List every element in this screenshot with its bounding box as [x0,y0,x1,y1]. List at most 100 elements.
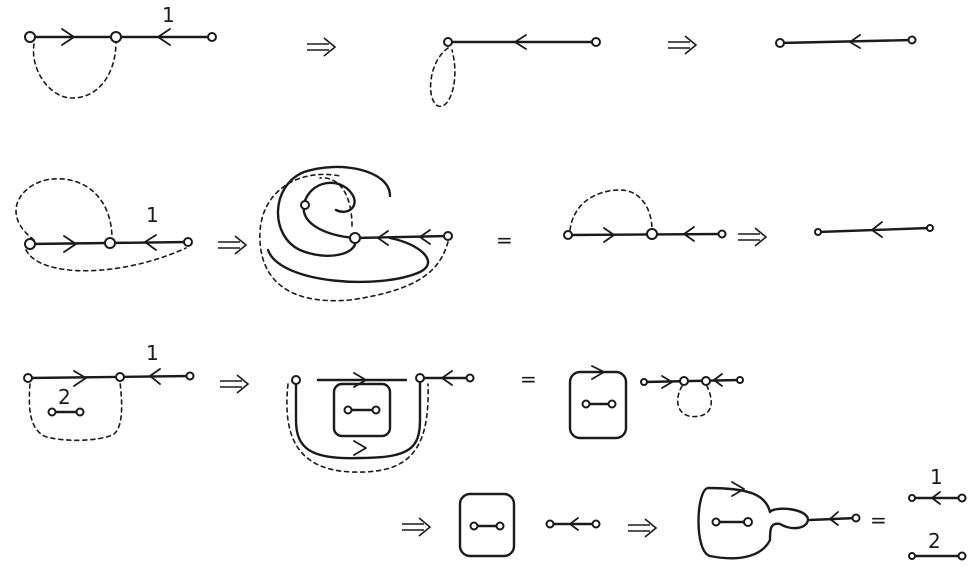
vertex [926,224,934,232]
vertex [24,238,36,250]
left-arrow-icon [149,368,161,385]
vertex [717,229,727,239]
vertex [640,378,648,386]
implies-arrow-icon [667,35,697,55]
vertex [711,517,721,527]
vertex [349,232,361,244]
row4-result-graph: 1 2 [908,465,967,561]
equals-sign: = [496,228,513,252]
edge [816,226,932,234]
vertex [443,37,453,47]
vertex [814,228,822,236]
dashed-loop [259,173,449,302]
vertex [545,519,555,529]
equals-sign: = [520,367,537,391]
row2-step2-graph [259,165,453,302]
boxed-loop [697,486,810,560]
dashed-loop [32,41,117,99]
implies-arrow-icon [217,235,247,255]
vertex [291,375,301,385]
boxed-loop [568,370,628,440]
left-arrow-icon [871,221,883,238]
spiral-edge [266,236,429,284]
vertex [851,513,861,523]
edge-weight-label: 1 [146,341,159,365]
vertex [183,237,193,247]
vertex [646,228,658,240]
implies-arrow-icon [401,517,431,537]
dashed-loop [429,47,456,107]
implies-arrow-icon [219,374,249,394]
vertex [465,373,475,383]
vertex [104,237,116,249]
vertex [957,551,967,561]
row2-step4-graph [814,221,934,238]
vertex [679,376,689,386]
vertex [607,399,617,409]
vertex [775,38,785,48]
left-arrow-icon [377,230,389,246]
inner-weight-label: 2 [58,385,71,409]
vertex [24,31,36,43]
edge [778,38,914,45]
edge [642,378,742,384]
edge [353,234,450,240]
dashed-loop [15,178,113,241]
edge-weight-label: 1 [162,3,175,27]
right-arrow-icon [61,28,75,46]
spiral-edge [276,165,392,257]
vertex [591,37,601,47]
vertex [415,373,425,383]
right-arrow-icon [353,372,367,388]
left-arrow-icon [829,511,839,526]
vertex [343,405,353,415]
edge-weight-label: 1 [146,203,159,227]
vertex [701,376,711,386]
row1-step1-graph: 1 [24,3,217,99]
dashed-loop [319,177,353,227]
edge [808,516,858,522]
left-arrow-icon [569,517,579,531]
vertex [957,493,967,503]
right-arrow-icon [353,440,367,456]
left-arrow-icon [157,28,171,46]
row4-step1-graph [458,492,601,558]
vertex [581,399,591,409]
left-arrow-icon [931,491,941,505]
vertex [300,200,310,210]
left-arrow-icon [419,229,431,245]
left-arrow-icon [683,226,695,242]
vertex [908,494,916,502]
dashed-loop [676,383,713,418]
implies-arrow-icon [737,227,767,247]
spiral-edge [302,181,357,240]
right-arrow-icon [731,481,745,497]
dashed-loop [569,189,653,231]
vertex [736,376,744,384]
left-arrow-icon [441,370,453,386]
vertex [185,371,195,381]
row2-step3-graph [563,189,727,243]
boxed-loop [458,492,516,558]
edge-weight-label: 1 [930,465,943,489]
dashed-loop [25,247,187,272]
row3-step3-graph [568,365,744,440]
right-arrow-icon [63,235,77,253]
right-arrow-icon [591,365,605,380]
row4-step2-graph [697,481,861,560]
vertex [207,32,217,42]
vertex [563,230,573,240]
u-edge [294,378,422,460]
dashed-loop [28,381,123,442]
left-arrow-icon [849,34,861,49]
right-arrow-icon [73,370,87,387]
edge [26,374,192,380]
vertex [443,231,453,241]
implies-arrow-icon [306,37,336,57]
inner-box [332,382,392,438]
left-arrow-icon [144,234,157,251]
vertex [110,31,122,43]
vertex [469,521,479,531]
vertex [591,519,601,529]
